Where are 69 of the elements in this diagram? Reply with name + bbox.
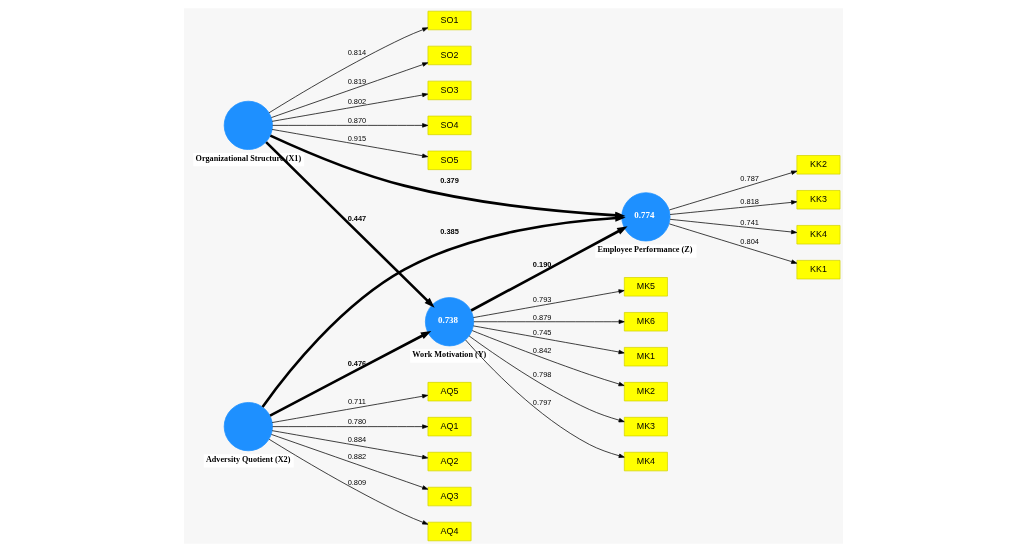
node-box: SO4 bbox=[427, 115, 471, 136]
edge-label: 0.741 bbox=[739, 218, 759, 228]
edge-label: 0.882 bbox=[347, 452, 366, 462]
node-box: MK3 bbox=[623, 416, 668, 437]
arrow bbox=[270, 434, 428, 490]
edge-label: 0.379 bbox=[439, 175, 459, 185]
node-box: MK5 bbox=[623, 277, 668, 297]
arrow bbox=[271, 123, 428, 128]
edge-label: 0.798 bbox=[532, 369, 551, 379]
arrow bbox=[669, 200, 797, 215]
node-box: AQ1 bbox=[427, 416, 471, 437]
arrow bbox=[270, 62, 428, 118]
edge-label: 0.793 bbox=[532, 295, 551, 305]
edge-label: 0.447 bbox=[347, 213, 366, 223]
arrow bbox=[271, 394, 428, 423]
node-box: KK4 bbox=[796, 225, 840, 245]
arrow bbox=[464, 339, 625, 458]
node-box: MK4 bbox=[623, 451, 668, 472]
edge-label: 0.797 bbox=[532, 398, 551, 408]
arrow bbox=[470, 226, 628, 312]
node-box: MK2 bbox=[623, 382, 668, 402]
edge-label: 0.476 bbox=[347, 358, 366, 368]
edge-label: 0.870 bbox=[347, 116, 366, 126]
node-box: AQ5 bbox=[427, 382, 471, 402]
edge-label: 0.787 bbox=[739, 174, 759, 184]
edge-label: 0.802 bbox=[347, 96, 366, 106]
arrow bbox=[668, 223, 797, 264]
node-box: KK2 bbox=[796, 155, 840, 175]
arrow bbox=[268, 438, 428, 525]
node-box: SO5 bbox=[427, 150, 471, 170]
edge-label: 0.884 bbox=[347, 434, 366, 444]
node-box: MK6 bbox=[623, 312, 668, 332]
edge-label: 0.711 bbox=[347, 397, 366, 407]
edge-label: 0.780 bbox=[347, 417, 366, 427]
arrow bbox=[271, 129, 428, 158]
edge-label: 0.819 bbox=[347, 77, 366, 87]
edge-label: 0.818 bbox=[739, 197, 759, 207]
edge-label: 0.915 bbox=[347, 134, 366, 143]
edge-label: 0.385 bbox=[439, 226, 459, 236]
node-box: KK3 bbox=[796, 190, 840, 210]
node-box: SO3 bbox=[427, 80, 471, 101]
edge-label: 0.804 bbox=[739, 237, 759, 247]
node-box: SO1 bbox=[427, 10, 471, 31]
arrow bbox=[472, 319, 625, 324]
edge-label: 0.814 bbox=[347, 48, 366, 58]
arrow bbox=[268, 330, 431, 417]
arrow bbox=[261, 214, 626, 408]
arrow bbox=[669, 218, 797, 235]
arrow bbox=[468, 335, 625, 423]
arrow bbox=[668, 170, 797, 211]
edge-label: 0.842 bbox=[532, 345, 551, 355]
node-box: AQ2 bbox=[427, 451, 471, 472]
edge-label: 0.879 bbox=[532, 312, 551, 322]
node-box: KK1 bbox=[796, 260, 840, 280]
arrow bbox=[472, 325, 624, 355]
node-box: AQ3 bbox=[427, 486, 471, 507]
arrow bbox=[271, 430, 428, 460]
arrow bbox=[271, 424, 428, 429]
arrow bbox=[268, 27, 428, 114]
node-box: SO2 bbox=[427, 45, 471, 66]
node-box: AQ4 bbox=[427, 521, 471, 542]
arrow bbox=[472, 289, 624, 318]
arrow bbox=[471, 330, 624, 387]
edge-label: 0.190 bbox=[532, 259, 551, 269]
edge-label: 0.745 bbox=[532, 328, 551, 338]
node-box: MK1 bbox=[623, 347, 668, 367]
arrow bbox=[264, 141, 435, 308]
arrow bbox=[271, 92, 428, 122]
edge-label: 0.809 bbox=[347, 477, 366, 487]
